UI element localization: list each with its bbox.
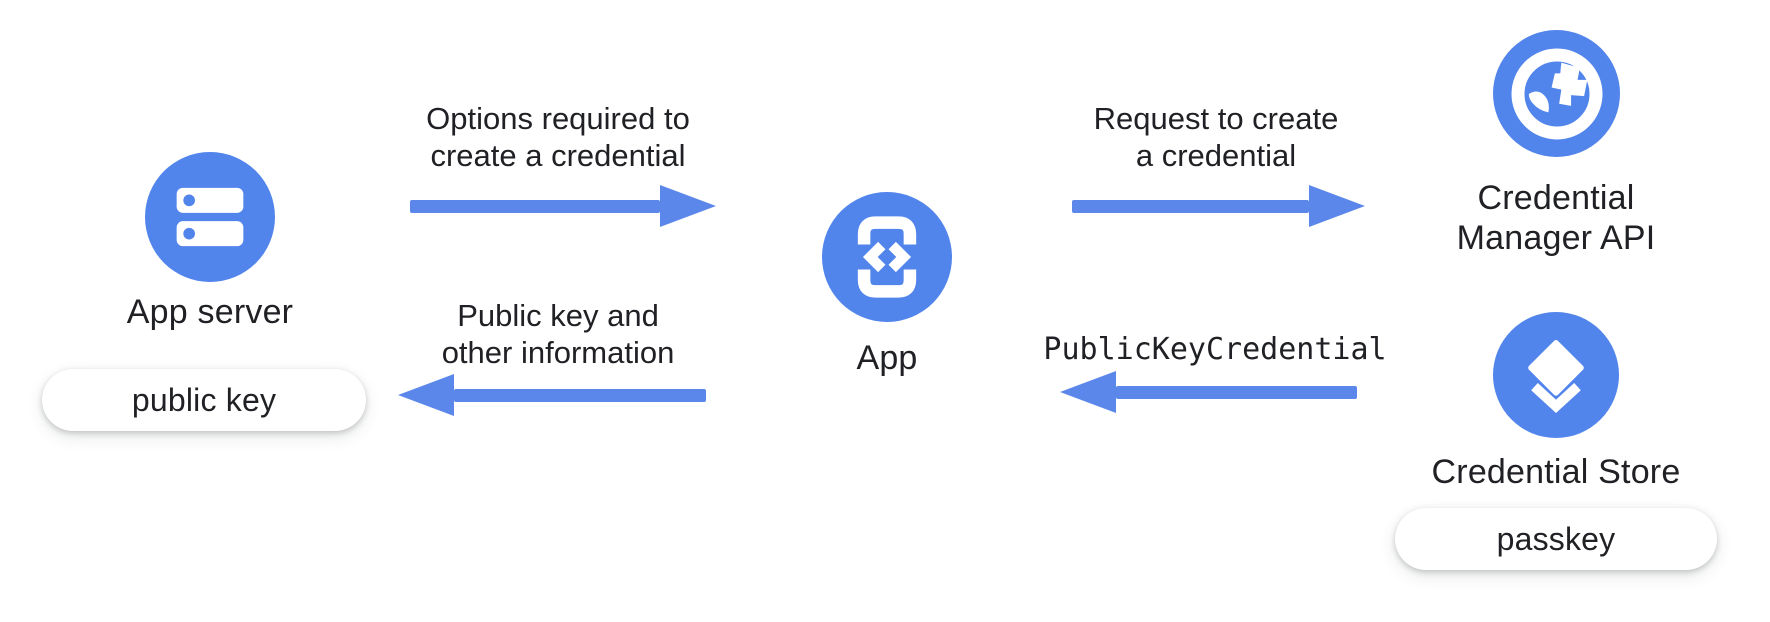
arrow-options-label-line1: Options required to [426, 101, 690, 136]
arrow-options-shaft [410, 200, 660, 213]
server-icon [176, 187, 244, 247]
credential-manager-label-line2: Manager API [1456, 219, 1656, 257]
arrow-options-label: Options required to create a credential [388, 100, 728, 174]
passkey-pill: passkey [1395, 508, 1717, 570]
arrowhead-right-icon [660, 185, 716, 227]
globe-icon [1511, 48, 1602, 139]
arrow-request-label-line1: Request to create [1093, 101, 1339, 136]
arrow-publickeycredential-label: PublicKeyCredential [1043, 332, 1387, 367]
app-circle [822, 192, 952, 322]
app-server-label: App server [126, 293, 294, 331]
phone-code-icon [857, 216, 917, 298]
arrow-publickeyinfo-label: Public key and other information [388, 297, 728, 371]
arrow-request-shaft [1072, 200, 1309, 213]
arrow-options-label-line2: create a credential [430, 138, 686, 173]
app-server-circle [145, 152, 275, 282]
credential-store-circle [1493, 312, 1619, 438]
credential-store-label: Credential Store [1431, 453, 1681, 491]
arrow-request-label: Request to create a credential [1046, 100, 1386, 174]
arrow-request-label-line2: a credential [1135, 138, 1297, 173]
credential-manager-circle [1493, 30, 1620, 157]
arrow-publickeycredential-shaft [1116, 386, 1357, 399]
passkey-pill-label: passkey [1496, 520, 1616, 557]
arrowhead-right-icon [1309, 185, 1365, 227]
public-key-pill: public key [42, 369, 366, 431]
arrow-publickeyinfo-label-line1: Public key and [457, 298, 659, 333]
layers-icon [1528, 340, 1584, 414]
credential-manager-label: Credential Manager API [1396, 178, 1716, 258]
arrowhead-left-icon [1060, 371, 1116, 413]
public-key-pill-label: public key [131, 381, 277, 418]
arrow-publickeyinfo-label-line2: other information [441, 335, 675, 370]
arrowhead-left-icon [398, 374, 454, 416]
credential-manager-label-line1: Credential [1477, 179, 1635, 217]
arrow-publickeyinfo-shaft [454, 389, 706, 402]
app-label: App [856, 339, 918, 377]
